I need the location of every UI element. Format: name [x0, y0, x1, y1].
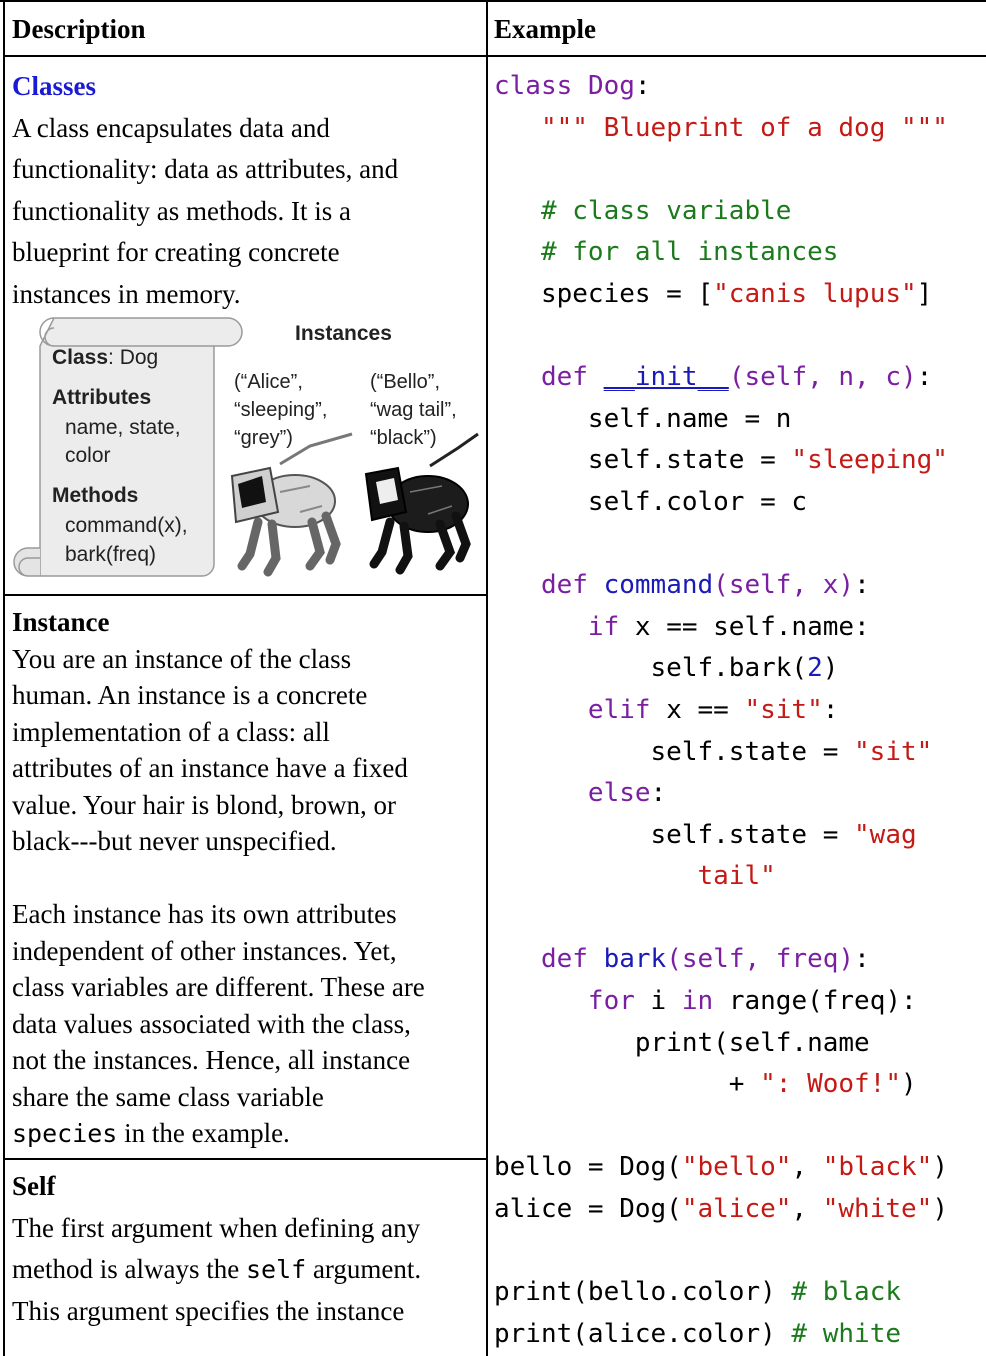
paragraph-line: This argument specifies the instance: [12, 1295, 405, 1326]
code-example: class Dog: """ Blueprint of a dog """ # …: [494, 71, 948, 1349]
paragraph-line: species in the example.: [12, 1115, 482, 1153]
instance-bello-line: (“Bello”,: [370, 371, 441, 393]
paragraph-line: not the instances. Hence, all instance: [12, 1045, 411, 1075]
scroll-illustration: [13, 317, 479, 577]
paragraph-line: instances in memory.: [12, 278, 241, 309]
class-label: Class: [52, 346, 109, 369]
instances-title: Instances: [295, 322, 392, 345]
row-divider-2: [3, 1158, 487, 1160]
paragraph-text: in the example.: [117, 1118, 290, 1148]
paragraph-line: You are an instance of the class: [12, 643, 352, 674]
section-title-self: Self: [12, 1171, 56, 1201]
paragraph-line: blueprint for creating concrete: [12, 237, 340, 268]
class-instances-figure: Class: Dog Attributes name, state, color…: [10, 316, 486, 584]
methods-label: Methods: [52, 484, 138, 508]
class-value: : Dog: [108, 346, 159, 369]
instance-alice-label: (“Alice”, “sleeping”, “grey”): [234, 368, 327, 452]
paragraph-line: functionality: data as attributes, and: [12, 154, 399, 185]
section-instance: Instance You are an instance of the clas…: [12, 604, 482, 1153]
black-robot-dog: [364, 432, 479, 575]
header-divider: [3, 55, 986, 57]
paragraph-line: independent of other instances. Yet,: [12, 935, 397, 966]
section-classes: Classes A class encapsulates data and fu…: [12, 66, 482, 316]
methods-heading: Methods: [52, 484, 139, 507]
header-example: Example: [494, 14, 597, 44]
paragraph-line: functionality as methods. It is a: [12, 195, 351, 226]
paragraph-text: method is always the: [12, 1254, 246, 1285]
paragraph-line: method is always the self argument.: [12, 1249, 482, 1291]
table-top-border: [0, 0, 986, 2]
grey-robot-dog: [230, 432, 353, 577]
paragraph-line: value. Your hair is blond, brown, or: [12, 789, 396, 820]
methods-line: bark(freq): [65, 543, 157, 566]
instance-bello-label: (“Bello”, “wag tail”, “black”): [370, 368, 457, 452]
class-name-label: Class: Dog: [52, 346, 158, 370]
paragraph-line: share the same class variable: [12, 1081, 324, 1112]
section-title-classes: Classes: [12, 71, 97, 101]
paragraph-line: human. An instance is a concrete: [12, 680, 368, 710]
attributes-line: name, state,: [65, 416, 181, 439]
attributes-heading: Attributes: [52, 386, 152, 409]
column-divider: [486, 0, 488, 1356]
instance-bello-line: “wag tail”,: [370, 399, 457, 421]
section-title-instance: Instance: [12, 607, 110, 637]
paragraph-blank: [12, 860, 482, 897]
attributes-line: color: [65, 444, 111, 467]
inline-code-species: species: [12, 1119, 118, 1148]
paragraph-line: data values associated with the class,: [12, 1008, 411, 1039]
paragraph-line: implementation of a class: all: [12, 716, 330, 747]
paragraph-line: A class encapsulates data and: [12, 112, 330, 143]
instance-bello-line: “black”): [370, 427, 437, 449]
header-description: Description: [12, 14, 146, 44]
attributes-label: Attributes: [52, 386, 151, 410]
row-divider-1: [3, 594, 487, 596]
methods-line: command(x),: [65, 514, 188, 537]
instance-alice-line: “grey”): [234, 427, 293, 449]
inline-code-self: self: [245, 1255, 307, 1285]
instance-alice-line: (“Alice”,: [234, 371, 303, 393]
paragraph-text: argument.: [306, 1254, 422, 1285]
paragraph-line: black---but never unspecified.: [12, 826, 337, 856]
paragraph-line: class variables are different. These are: [12, 972, 425, 1002]
section-self: Self The first argument when defining an…: [12, 1166, 482, 1332]
paragraph-line: The first argument when defining any: [12, 1212, 421, 1243]
table-left-border: [3, 0, 5, 1356]
instance-alice-line: “sleeping”,: [234, 399, 328, 421]
paragraph-line: Each instance has its own attributes: [12, 899, 397, 929]
paragraph-line: attributes of an instance have a fixed: [12, 753, 408, 783]
